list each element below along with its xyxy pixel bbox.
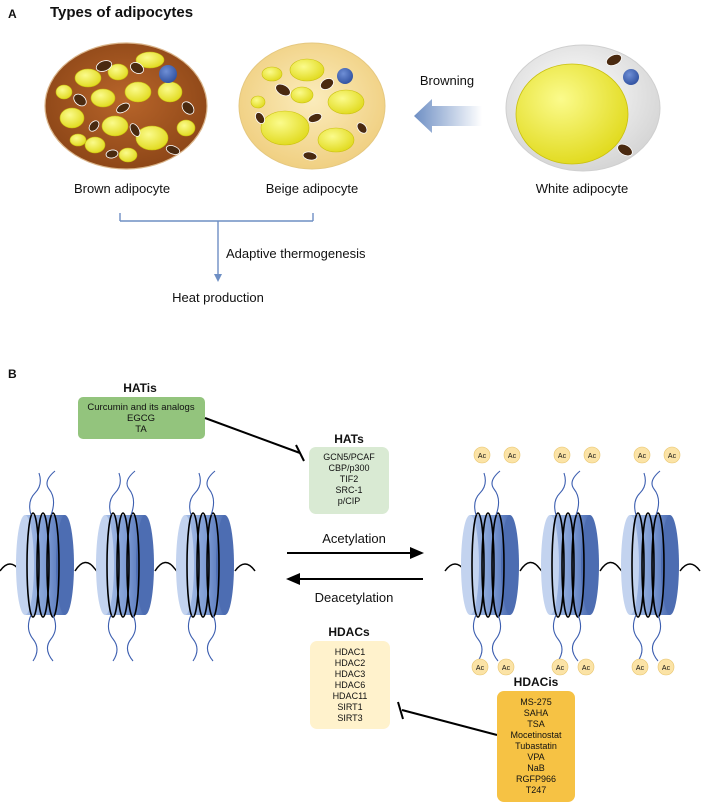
nucleosome [16,470,74,662]
ac-badge: Ac [551,658,569,676]
hdacis-inhibition-line [397,701,498,736]
beige-adipocyte-label: Beige adipocyte [266,181,359,196]
linker-dna [0,561,256,577]
chromatin-deacetylated [0,470,256,662]
ac-badge: Ac [473,446,491,464]
brown-adipocyte-cell [44,42,208,170]
hats-box [309,447,389,514]
acetylation-label: Acetylation [322,531,386,546]
nucleosome [96,470,154,662]
hatis-item-2: TA [135,424,147,435]
linker-dna [444,561,701,577]
white-nucleus [623,69,639,85]
ac-tag-label: Ac [638,453,647,460]
ac-badge: Ac [577,658,595,676]
hdacs-item-3: HDAC6 [335,680,366,690]
heat-production-label: Heat production [172,290,264,305]
hdacis-item-2: TSA [527,719,545,729]
ac-tag-label: Ac [636,665,645,672]
ac-tag-label: Ac [588,453,597,460]
hatis-item-1: EGCG [127,413,155,424]
hdacis-item-6: NaB [527,763,545,773]
hdacis-group: HDACis MS-275 SAHA TSA Mocetinostat Tuba… [497,675,575,802]
hdacis-item-4: Tubastatin [515,741,557,751]
panel-a-letter: A [8,7,17,21]
white-adipocyte-cell [505,44,661,172]
nucleosome [176,470,234,662]
hatis-box [78,397,205,439]
hdacs-item-5: SIRT1 [337,702,362,712]
ac-badge: Ac [471,658,489,676]
ac-badge: Ac [497,658,515,676]
beige-nucleus [337,68,353,84]
hdacis-item-8: T247 [526,785,547,795]
white-adipocyte-label: White adipocyte [536,181,629,196]
hatis-title: HATis [123,381,157,395]
hdacs-item-4: HDAC11 [333,691,368,701]
hats-item-3: SRC-1 [335,485,362,495]
panel-a-title: Types of adipocytes [50,4,193,21]
ac-tag-label: Ac [556,665,565,672]
hatis-group: HATis Curcumin and its analogs EGCG TA [78,381,205,439]
hdacis-box [497,691,575,802]
ac-tag-label: Ac [476,665,485,672]
hdacs-item-6: SIRT3 [337,713,362,723]
ac-badge: Ac [553,446,571,464]
hdacs-item-0: HDAC1 [335,647,366,657]
hdacs-group: HDACs HDAC1 HDAC2 HDAC3 HDAC6 HDAC11 SIR… [310,625,390,729]
ac-badge: Ac [631,658,649,676]
deacetylation-arrow [286,573,423,585]
hatis-item-0: Curcumin and its analogs [87,402,194,413]
hdacis-item-0: MS-275 [520,697,552,707]
ac-badge: Ac [583,446,601,464]
hats-item-1: CBP/p300 [328,463,369,473]
ac-tag-label: Ac [478,453,487,460]
hatis-inhibition-line [204,417,305,462]
deacetylation-label: Deacetylation [315,590,394,605]
hdacis-title: HDACis [514,675,559,689]
beige-adipocyte-cell [238,42,386,170]
brown-adipocyte-label: Brown adipocyte [74,181,170,196]
panel-b-letter: B [8,367,17,381]
ac-tag-label: Ac [662,665,671,672]
white-lipid-droplet [515,63,629,165]
thermogenesis-bracket [119,213,314,282]
hdacs-title: HDACs [328,625,370,639]
hats-group: HATs GCN5/PCAF CBP/p300 TIF2 SRC-1 p/CIP [309,432,389,514]
hats-item-2: TIF2 [340,474,359,484]
ac-badge: Ac [657,658,675,676]
ac-tag-label: Ac [558,453,567,460]
ac-badge: Ac [663,446,681,464]
hdacis-item-7: RGFP966 [516,774,556,784]
ac-badge: Ac [633,446,651,464]
browning-arrow [414,99,482,133]
brown-nucleus [159,65,177,83]
browning-label: Browning [420,73,474,88]
hdacs-box [310,641,390,729]
hdacis-item-1: SAHA [524,708,549,718]
hdacis-item-3: Mocetinostat [510,730,562,740]
hdacs-item-2: HDAC3 [335,669,366,679]
thermogenesis-label: Adaptive thermogenesis [226,246,366,261]
ac-tag-label: Ac [582,665,591,672]
hats-item-4: p/CIP [338,496,361,506]
hdacs-item-1: HDAC2 [335,658,366,668]
ac-tag-label: Ac [502,665,511,672]
ac-tag-label: Ac [508,453,517,460]
ac-tag-label: Ac [668,453,677,460]
hdacis-item-5: VPA [527,752,544,762]
acetylation-arrow [287,547,424,559]
hats-title: HATs [334,432,364,446]
ac-badge: Ac [503,446,521,464]
hats-item-0: GCN5/PCAF [323,452,375,462]
